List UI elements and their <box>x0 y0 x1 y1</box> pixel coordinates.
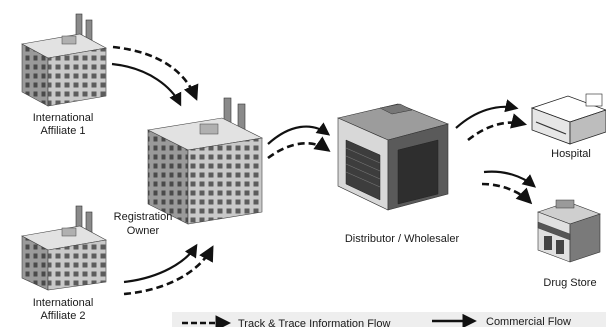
legend-background <box>172 312 606 327</box>
registration-owner-label-line1: Registration <box>114 211 173 223</box>
distributor-label: Distributor / Wholesaler <box>345 233 460 245</box>
affiliate-2-label-line1: International <box>33 297 94 309</box>
hospital-label: Hospital <box>551 148 591 160</box>
affiliate-1-label-line1: International <box>33 112 94 124</box>
commercial-arrow-distributor-to-hospital <box>455 99 519 129</box>
commercial-arrow-owner-to-distributor <box>267 122 331 145</box>
trace-arrow-affiliate1-to-owner <box>112 45 199 101</box>
legend-track-trace-label: Track & Trace Information Flow <box>238 318 390 327</box>
commercial-arrow-affiliate1-to-owner <box>111 62 182 107</box>
factory-registration-owner-icon <box>147 97 263 225</box>
trace-arrow-distributor-to-hospital <box>467 113 528 142</box>
legend: Track & Trace Information Flow Commercia… <box>182 313 571 327</box>
affiliate-1-label-line2: Affiliate 1 <box>40 125 85 137</box>
warehouse-distributor-icon <box>337 103 449 211</box>
factory-affiliate-2-icon <box>21 205 107 291</box>
hospital-icon <box>530 93 606 145</box>
trace-arrow-owner-to-distributor <box>267 136 331 160</box>
commercial-arrow-distributor-to-drugstore <box>483 170 537 188</box>
factory-affiliate-1-icon <box>21 13 107 107</box>
legend-commercial-label: Commercial Flow <box>486 316 571 327</box>
trace-arrow-distributor-to-drugstore <box>481 182 533 205</box>
trace-arrow-affiliate2-to-owner <box>123 245 214 296</box>
registration-owner-label-line2: Owner <box>127 225 160 237</box>
drug-store-label: Drug Store <box>543 277 596 289</box>
drug-store-icon <box>537 199 601 263</box>
affiliate-2-label-line2: Affiliate 2 <box>40 310 85 322</box>
commercial-arrow-affiliate2-to-owner <box>123 243 198 284</box>
